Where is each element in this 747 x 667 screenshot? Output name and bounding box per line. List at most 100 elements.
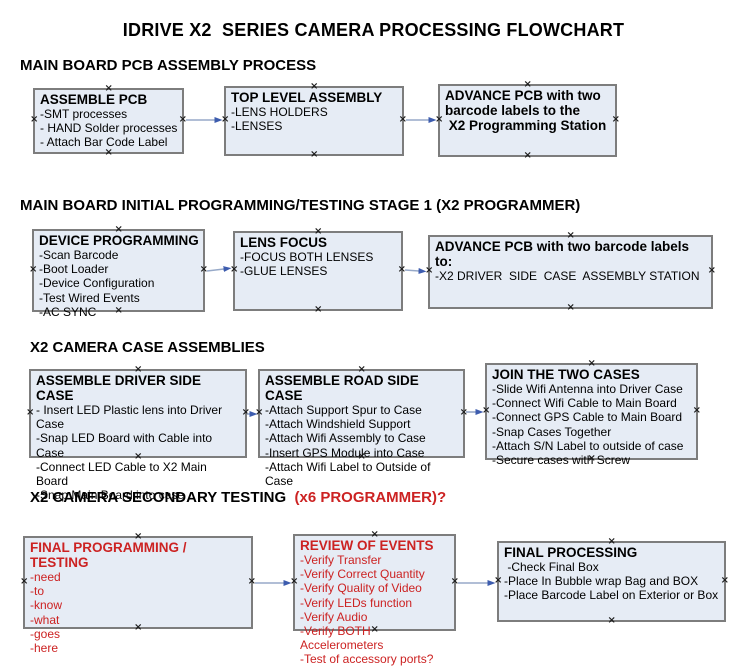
section-heading-pcb-assembly: MAIN BOARD PCB ASSEMBLY PROCESS [20,57,316,74]
box-line: -LENSES [231,119,283,134]
box-title: ADVANCE PCB with two barcode labels to: [435,239,693,269]
connection-handle-icon: × [230,264,239,275]
connection-handle-icon: × [247,575,256,587]
connection-handle-icon: × [611,113,620,125]
connection-handle-icon: × [314,304,323,315]
connection-handle-icon: × [241,406,250,418]
flow-box-assemble-driver-side-case: ASSEMBLE DRIVER SIDE CASE - Insert LED P… [26,365,250,503]
box-title: REVIEW OF EVENTS [300,538,434,553]
box-line: -know [30,598,63,613]
box-lines: -Scan Barcode-Boot Loader-Device Configu… [39,248,199,319]
box-line: -GLUE LENSES [240,264,328,279]
section-heading-text: MAIN BOARD INITIAL PROGRAMMING/TESTING S… [20,197,581,214]
box-line: -Verify Correct Quantity [300,567,425,582]
box-line: -Connect GPS Cable to Main Board [492,410,683,425]
box-title: DEVICE PROGRAMMING [39,233,199,248]
flow-box-top-level-assembly: TOP LEVEL ASSEMBLY -LENS HOLDERS-LENSES … [221,82,407,160]
box-line: -Place In Bubble wrap Bag and BOX [504,574,699,589]
box-line: -Device Configuration [39,276,155,291]
box-line: -Verify Transfer [300,553,382,567]
section-heading-initial-programming: MAIN BOARD INITIAL PROGRAMMING/TESTING S… [20,197,580,214]
box-lines: -Slide Wifi Antenna into Driver Case-Con… [492,382,692,467]
box-line: -Snap Main Board into case [36,488,185,503]
connection-handle-icon: × [26,406,35,418]
box-lines: -need-to-know-what-goes-here [30,570,247,655]
box-line: -Boot Loader [39,262,109,277]
box-line: -Slide Wifi Antenna into Driver Case [492,382,683,396]
box-title: TOP LEVEL ASSEMBLY [231,90,383,105]
connection-handle-icon: × [290,575,299,587]
box-line: -Insert GPS Module into Case [265,445,425,460]
flow-box-final-processing: FINAL PROCESSING -Check Final Box-Place … [494,537,729,626]
box-line: -Test Wired Events [39,290,140,305]
box-title: FINAL PROGRAMMING / TESTING [30,540,191,570]
box-line: -Verify BOTH Accelerometers [300,624,384,653]
box-line: -Attach Wifi Label to Outside of Case [265,459,434,489]
section-heading-secondary-testing: X2 CAMERA SECONDARY TESTING (x6 PROGRAMM… [30,489,446,506]
box-line: -Check Final Box [504,560,599,574]
connection-handle-icon: × [450,575,459,587]
box-line: - Insert LED Plastic lens into Driver Ca… [36,403,226,432]
box-line: -goes [30,626,61,641]
connection-handle-icon: × [607,615,616,626]
connection-handle-icon: × [425,265,434,276]
flow-box-review-of-events: REVIEW OF EVENTS -Verify Transfer-Verify… [290,530,459,667]
box-line: -SMT processes [40,107,128,121]
box-line: -Attach Support Spur to Case [265,403,422,417]
connection-handle-icon: × [397,264,406,275]
connection-handle-icon: × [720,574,729,586]
box-title: JOIN THE TWO CASES [492,367,640,382]
section-heading-red-text: (x6 PROGRAMMER)? [290,489,447,506]
box-line: -Verify LEDs function [300,595,413,610]
connection-handle-icon: × [29,263,38,275]
box-line: -Place Barcode Label on Exterior or Box [504,588,719,603]
connection-handle-icon: × [566,302,575,313]
box-title: ASSEMBLE PCB [40,92,148,107]
box-line: - HAND Solder processes [40,121,178,136]
section-heading-text: MAIN BOARD PCB ASSEMBLY PROCESS [20,57,317,74]
box-line: -Secure cases with Screw [492,453,631,468]
connection-handle-icon: × [104,147,113,158]
box-lines: -Verify Transfer-Verify Correct Quantity… [300,553,450,667]
connection-handle-icon: × [692,404,701,416]
box-line: -Attach S/N Label to outside of case [492,438,684,453]
flow-box-advance-pcb-programming-station: ADVANCE PCB with two barcode labels to t… [435,80,620,161]
connection-handle-icon: × [459,406,468,418]
box-line: - Attach Bar Code Label [40,135,168,150]
flow-box-device-programming: DEVICE PROGRAMMING -Scan Barcode-Boot Lo… [29,225,208,319]
box-line: -Test of accessory ports? [300,652,434,667]
box-lines: - Insert LED Plastic lens into Driver Ca… [36,403,241,502]
connection-handle-icon: × [494,574,503,586]
box-title: FINAL PROCESSING [504,545,638,560]
connection-handle-icon: × [482,404,491,416]
box-lines: -Check Final Box-Place In Bubble wrap Ba… [504,560,720,603]
connection-handle-icon: × [30,114,39,125]
box-line: -here [30,641,59,656]
box-line: -to [30,584,45,599]
flow-box-lens-focus: LENS FOCUS -FOCUS BOTH LENSES-GLUE LENSE… [230,227,406,315]
connection-handle-icon: × [178,114,187,125]
connection-handle-icon: × [310,149,319,160]
box-line: -need [30,570,61,584]
box-lines: -FOCUS BOTH LENSES-GLUE LENSES [240,250,397,278]
box-line: -Connect LED Cable to X2 Main Board [36,459,211,489]
connection-handle-icon: × [20,575,29,587]
box-line: -Attach Wifi Assembly to Case [265,431,426,446]
connection-handle-icon: × [523,150,532,161]
connection-handle-icon: × [255,406,264,418]
section-heading-text: X2 CAMERA CASE ASSEMBLIES [30,339,265,356]
box-line: -Snap LED Board with Cable into Case [36,431,216,460]
connection-handle-icon: × [398,114,407,125]
box-line: -X2 DRIVER SIDE CASE ASSEMBLY STATION [435,269,700,283]
connection-handle-icon: × [199,263,208,275]
flow-box-join-the-two-cases: JOIN THE TWO CASES -Slide Wifi Antenna i… [482,359,701,468]
section-heading-text: X2 CAMERA SECONDARY TESTING [30,489,291,506]
box-title: ADVANCE PCB with two barcode labels to t… [445,88,607,133]
box-title: ASSEMBLE ROAD SIDE CASE [265,373,423,403]
box-line: -LENS HOLDERS [231,105,328,119]
box-lines: -SMT processes- HAND Solder processes- A… [40,107,178,150]
box-line: -Connect Wifi Cable to Main Board [492,396,677,411]
box-lines: -X2 DRIVER SIDE CASE ASSEMBLY STATION [435,269,707,283]
box-lines: -Attach Support Spur to Case-Attach Wind… [265,403,459,488]
connection-handle-icon: × [707,265,716,276]
